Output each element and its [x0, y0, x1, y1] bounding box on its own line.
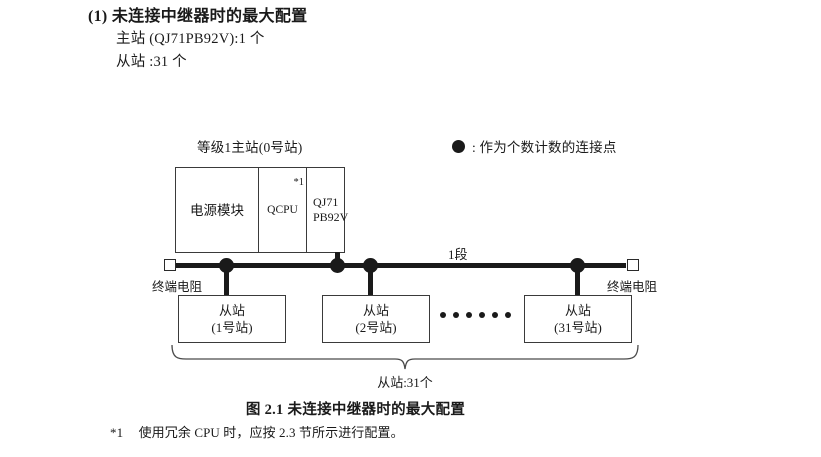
slave-station-name-1: 从站 — [218, 303, 245, 318]
heading-block: (1) 未连接中继器时的最大配置 主站 (QJ71PB92V):1 个 从站 :… — [88, 6, 688, 74]
terminating-resistor-right-icon — [627, 259, 639, 271]
ellipsis-dot — [440, 312, 446, 318]
drop-line-slave-1 — [224, 266, 229, 296]
slave-station-box-31: 从站 (31号站) — [524, 295, 632, 343]
legend: : 作为个数计数的连接点 — [452, 136, 617, 156]
connection-node-slave-31 — [570, 258, 585, 273]
power-supply-module-cell: 电源模块 — [176, 168, 259, 252]
legend-label: : 作为个数计数的连接点 — [472, 140, 617, 155]
footnote-marker: *1 — [110, 425, 124, 440]
connection-node-slave-2 — [363, 258, 378, 273]
segment-label: 1段 — [448, 247, 468, 262]
terminating-resistor-right-label: 终端电阻 — [607, 280, 658, 294]
footnote: *1 使用冗余 CPU 时，应按 2.3 节所示进行配置。 — [110, 422, 404, 441]
cpu-footnote-marker: *1 — [293, 177, 305, 188]
network-module-label: QJ71 PB92V — [313, 195, 349, 224]
bus-trunk-line — [176, 263, 626, 268]
terminating-resistor-left-icon — [164, 259, 176, 271]
network-module-cell: QJ71 PB92V — [307, 168, 348, 252]
master-station-label: 等级1主站(0号站) — [197, 140, 303, 155]
terminating-resistor-left-label: 终端电阻 — [152, 280, 203, 294]
slave-count-label: 从站:31个 — [377, 375, 433, 390]
cpu-module-cell: QCPU *1 — [259, 168, 307, 252]
slave-station-number-31: (31号站) — [554, 320, 602, 335]
power-supply-label: 电源模块 — [190, 202, 244, 218]
drop-line-slave-31 — [575, 266, 580, 296]
drop-line-slave-2 — [368, 266, 373, 296]
connection-node-slave-1 — [219, 258, 234, 273]
ellipsis-dots — [440, 312, 511, 318]
slave-count-brace — [171, 345, 639, 370]
spec-line-slave: 从站 :31 个 — [116, 54, 187, 70]
ellipsis-dot — [479, 312, 485, 318]
ellipsis-dot — [492, 312, 498, 318]
master-station-module: 电源模块 QCPU *1 QJ71 PB92V — [175, 167, 348, 253]
page-title: (1) 未连接中继器时的最大配置 — [88, 8, 308, 25]
connection-node-master — [330, 258, 345, 273]
footnote-text: 使用冗余 CPU 时，应按 2.3 节所示进行配置。 — [138, 425, 404, 440]
cpu-label: QCPU — [267, 203, 298, 216]
slave-station-number-2: (2号站) — [355, 320, 397, 335]
ellipsis-dot — [466, 312, 472, 318]
filled-circle-icon — [452, 139, 465, 153]
slave-station-box-2: 从站 (2号站) — [322, 295, 430, 343]
slave-station-name-31: 从站 — [564, 303, 591, 318]
ellipsis-dot — [453, 312, 459, 318]
spec-line-master: 主站 (QJ71PB92V):1 个 — [116, 31, 265, 47]
slave-station-box-1: 从站 (1号站) — [178, 295, 286, 343]
ellipsis-dot — [505, 312, 511, 318]
slave-station-number-1: (1号站) — [211, 320, 253, 335]
figure-caption: 图 2.1 未连接中继器时的最大配置 — [245, 402, 466, 418]
slave-station-name-2: 从站 — [362, 303, 389, 318]
